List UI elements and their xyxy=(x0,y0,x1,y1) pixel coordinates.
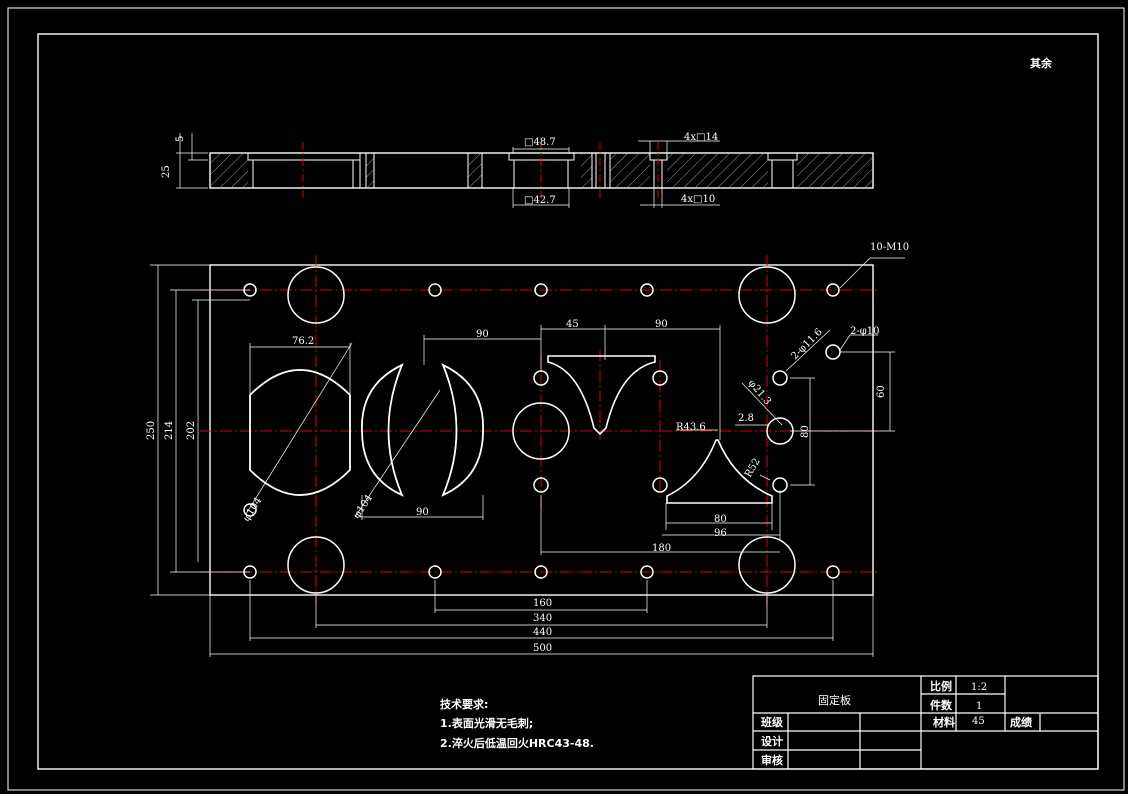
plate-outline xyxy=(209,264,874,596)
notes-line-2: 2.淬火后低温回火HRC43-48. xyxy=(440,736,594,750)
dim-r43-6: R43.6 xyxy=(676,422,706,433)
review-label: 审核 xyxy=(761,753,783,767)
qty-label: 件数 xyxy=(930,698,953,712)
dim-2-phi10: 2-φ10 xyxy=(850,326,879,337)
scale-value: 1:2 xyxy=(971,682,987,693)
dim-5: 5 xyxy=(175,136,186,142)
material-value: 45 xyxy=(972,716,985,727)
dim-90-upper-right: 90 xyxy=(655,319,668,330)
dim-sq10: 4x□10 xyxy=(681,194,715,205)
qty-value: 1 xyxy=(976,701,982,712)
part-name: 固定板 xyxy=(818,693,851,707)
outer-border xyxy=(7,7,1125,791)
dim-phi-crescent: φ104 xyxy=(351,493,375,521)
dim-60: 60 xyxy=(876,385,887,398)
dim-96: 96 xyxy=(714,528,727,539)
dim-sq14: 4x□14 xyxy=(684,132,718,143)
dim-sq42: □42.7 xyxy=(524,195,556,206)
plan-view xyxy=(150,255,905,657)
dim-180: 180 xyxy=(652,543,671,554)
dim-80-vertical: 80 xyxy=(800,425,811,438)
dim-sq48: □48.7 xyxy=(524,137,556,148)
inner-border xyxy=(37,33,1099,770)
roughness-note: 其余 xyxy=(1030,56,1053,70)
dim-80-horizontal: 80 xyxy=(714,514,727,525)
dim-214: 214 xyxy=(164,421,175,440)
scale-label: 比例 xyxy=(930,679,952,693)
dim-160: 160 xyxy=(533,598,552,609)
dim-2-phi11-6: 2-φ11.6 xyxy=(789,327,824,362)
dim-r52: R52 xyxy=(743,456,763,479)
dim-45: 45 xyxy=(566,319,579,330)
class-label: 班级 xyxy=(761,715,784,729)
dim-90-lower: 90 xyxy=(416,507,429,518)
notes-title: 技术要求: xyxy=(440,697,488,711)
dim-500: 500 xyxy=(533,643,552,654)
dim-10-m10: 10-M10 xyxy=(870,242,909,253)
dim-202: 202 xyxy=(186,421,197,440)
title-block xyxy=(752,675,1099,770)
material-label: 材料 xyxy=(933,715,955,729)
section-view xyxy=(176,133,874,208)
dim-340: 340 xyxy=(533,613,552,624)
grade-label: 成绩 xyxy=(1010,715,1032,729)
dim-76-2: 76.2 xyxy=(292,336,314,347)
dim-phi21-3: φ21.3 xyxy=(746,378,773,408)
notes-line-1: 1.表面光滑无毛刺; xyxy=(440,716,533,730)
dim-90-upper-left: 90 xyxy=(476,329,489,340)
dim-250: 250 xyxy=(146,421,157,440)
dim-2-8: 2.8 xyxy=(738,413,754,424)
design-label: 设计 xyxy=(761,734,783,748)
dim-25: 25 xyxy=(161,165,172,178)
dim-440: 440 xyxy=(533,627,552,638)
